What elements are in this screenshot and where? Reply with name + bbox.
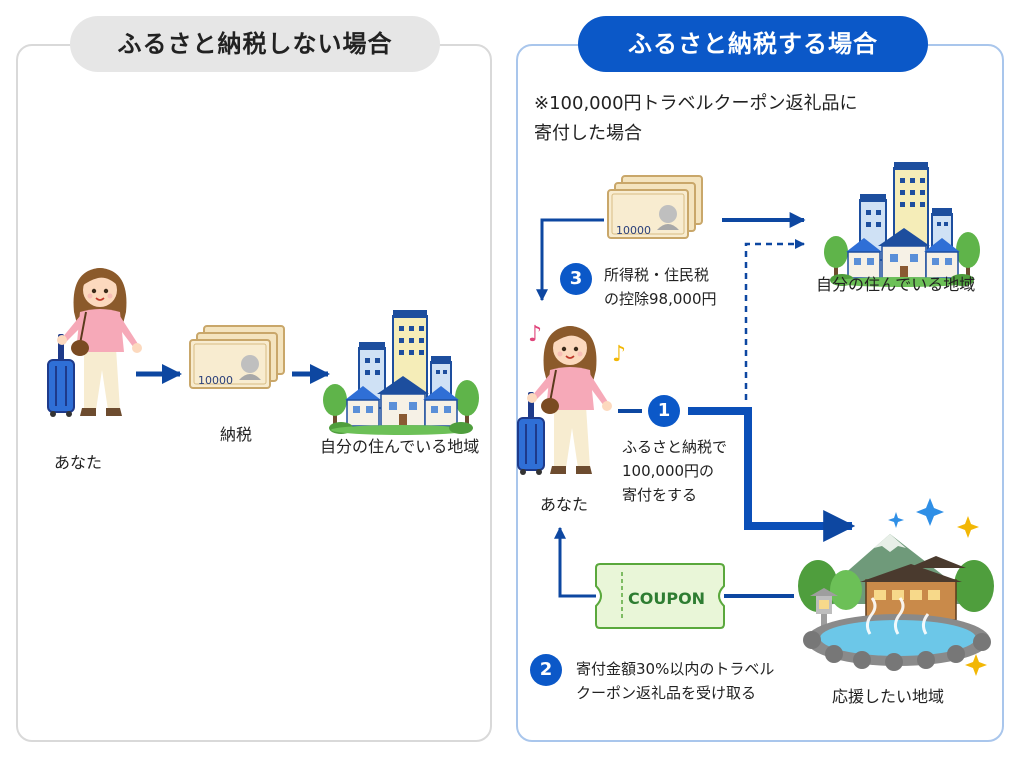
arrow-person-to-tax (136, 364, 182, 384)
coupon-text: COUPON (628, 589, 705, 608)
note-line-1: ※100,000円トラベルクーポン返礼品に (534, 93, 858, 114)
step-3-line-1: 所得税・住民税 (604, 266, 710, 284)
bill-value-text-right: 10000 (616, 224, 651, 237)
arrow-coupon-to-person (554, 526, 596, 598)
music-note-icon: ♪ (528, 322, 543, 347)
step-1-line-3: 寄付をする (622, 486, 698, 504)
step-2-line-2: クーポン返礼品を受け取る (576, 684, 757, 702)
step-3-badge: 3 (560, 263, 592, 295)
note-line-2: 寄付した場合 (534, 123, 642, 144)
step-1-line-1: ふるさと納税で (622, 438, 728, 456)
step-2-line-1: 寄付金額30%以内のトラベル (576, 660, 775, 678)
title-without-furusato: ふるさと納税しない場合 (70, 16, 440, 72)
arrow-donation-to-destination (688, 407, 856, 542)
arrow-tax-to-region (292, 364, 330, 384)
person-label-right: あなた (540, 495, 589, 514)
step-2-badge: 2 (530, 654, 562, 686)
person-illustration-right (517, 325, 613, 476)
step-1-line-2: 100,000円の (622, 462, 715, 480)
tax-label: 納税 (220, 425, 253, 444)
title-with-furusato: ふるさと納税する場合 (578, 16, 928, 72)
region-label-right: 自分の住んでいる地域 (816, 275, 976, 294)
music-note-icon: ♪ (612, 342, 627, 367)
coupon-illustration: COUPON (595, 563, 725, 629)
step-3-line-2: の控除98,000円 (604, 290, 717, 308)
arrow-dashed-to-city (744, 239, 805, 400)
destination-label: 応援したい地域 (832, 687, 945, 706)
region-label-left: 自分の住んでいる地域 (320, 437, 480, 456)
bill-value-text: 10000 (198, 374, 233, 387)
step-1-badge: 1 (648, 395, 680, 427)
onsen-illustration (798, 498, 994, 676)
bills-illustration-left: 10000 (189, 325, 285, 389)
person-label-left: あなた (54, 453, 103, 472)
arrow-deduction-to-person (536, 218, 604, 302)
bills-illustration-right: 10000 (607, 175, 703, 239)
